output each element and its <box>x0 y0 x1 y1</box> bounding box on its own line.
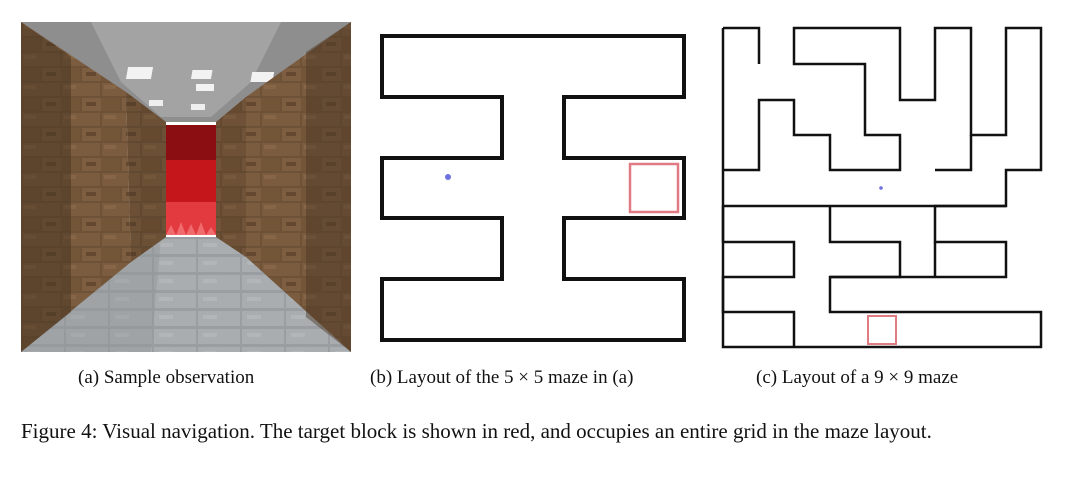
caption-c-label: (c) <box>756 367 778 388</box>
caption-b-label: (b) <box>370 367 393 388</box>
caption-b: (b) Layout of the 5 × 5 maze in (a) <box>370 367 633 389</box>
agent-marker <box>879 186 883 190</box>
sample-observation-image <box>21 22 351 352</box>
maze-9x9-drawing <box>721 26 1043 349</box>
corridor-view <box>21 22 351 352</box>
maze-5x5-layout <box>368 22 692 352</box>
agent-marker <box>445 174 451 180</box>
caption-c-text: Layout of a 9 × 9 maze <box>781 367 959 388</box>
maze-5x5-drawing <box>380 34 686 342</box>
caption-a-text: Sample observation <box>103 367 255 388</box>
maze-walls <box>380 34 686 342</box>
maze-9x9-layout <box>713 22 1051 352</box>
target-square <box>867 315 897 345</box>
caption-c: (c) Layout of a 9 × 9 maze <box>756 367 958 389</box>
target-square <box>628 162 680 214</box>
caption-b-text: Layout of the 5 × 5 maze in (a) <box>396 367 634 388</box>
maze-walls <box>721 26 1043 349</box>
caption-a-label: (a) <box>78 367 100 388</box>
caption-a: (a) Sample observation <box>78 367 254 389</box>
figure-caption: Figure 4: Visual navigation. The target … <box>21 419 932 443</box>
